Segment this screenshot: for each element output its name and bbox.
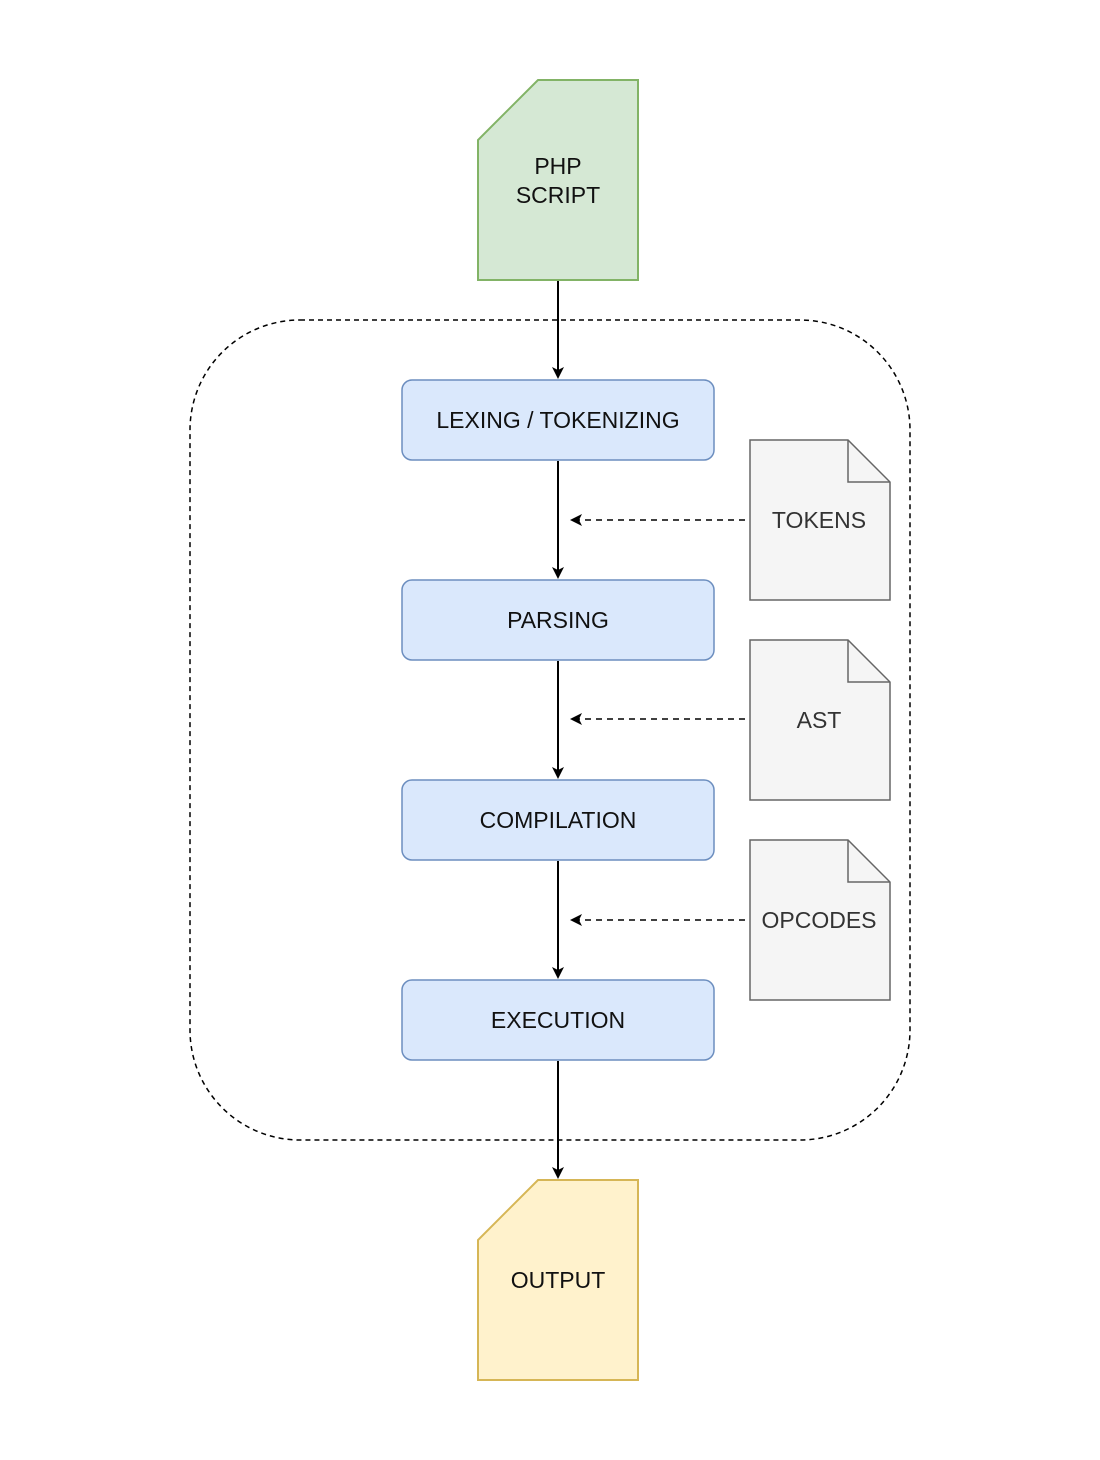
stage-parsing: PARSING	[401, 579, 715, 661]
opcodes-doc-shape	[749, 839, 891, 1001]
opcodes-doc-fold	[847, 840, 890, 883]
output-card-shape	[477, 1179, 639, 1381]
ast-doc-fold	[847, 640, 890, 683]
opcodes-label: OPCODES	[761, 907, 876, 933]
ast-label: AST	[797, 707, 842, 733]
tokens-doc-shape	[749, 439, 891, 601]
stage-execution-label: EXECUTION	[491, 1007, 625, 1033]
stage-compilation-box	[401, 779, 715, 861]
stage-execution-box	[401, 979, 715, 1061]
output-label: OUTPUT	[511, 1267, 606, 1293]
tokens-doc-fold	[847, 440, 890, 483]
stage-parsing-box	[401, 579, 715, 661]
php-script-label-line2: SCRIPT	[516, 182, 600, 208]
tokens-label: TOKENS	[772, 507, 866, 533]
artifact-tokens: TOKENS	[749, 439, 891, 601]
engine-container	[189, 319, 911, 1141]
php-script-card-shape	[477, 79, 639, 281]
stage-lexing-box	[401, 379, 715, 461]
output-node: OUTPUT	[477, 1179, 639, 1381]
stage-lexing-label: LEXING / TOKENIZING	[436, 407, 679, 433]
php-script-node: PHP SCRIPT	[477, 79, 639, 281]
stage-compilation-label: COMPILATION	[480, 807, 637, 833]
stage-compilation: COMPILATION	[401, 779, 715, 861]
artifact-ast: AST	[749, 639, 891, 801]
stage-lexing: LEXING / TOKENIZING	[401, 379, 715, 461]
stage-parsing-label: PARSING	[507, 607, 609, 633]
ast-doc-shape	[749, 639, 891, 801]
php-script-label-line1: PHP	[534, 153, 581, 179]
artifact-opcodes: OPCODES	[749, 839, 891, 1001]
stage-execution: EXECUTION	[401, 979, 715, 1061]
